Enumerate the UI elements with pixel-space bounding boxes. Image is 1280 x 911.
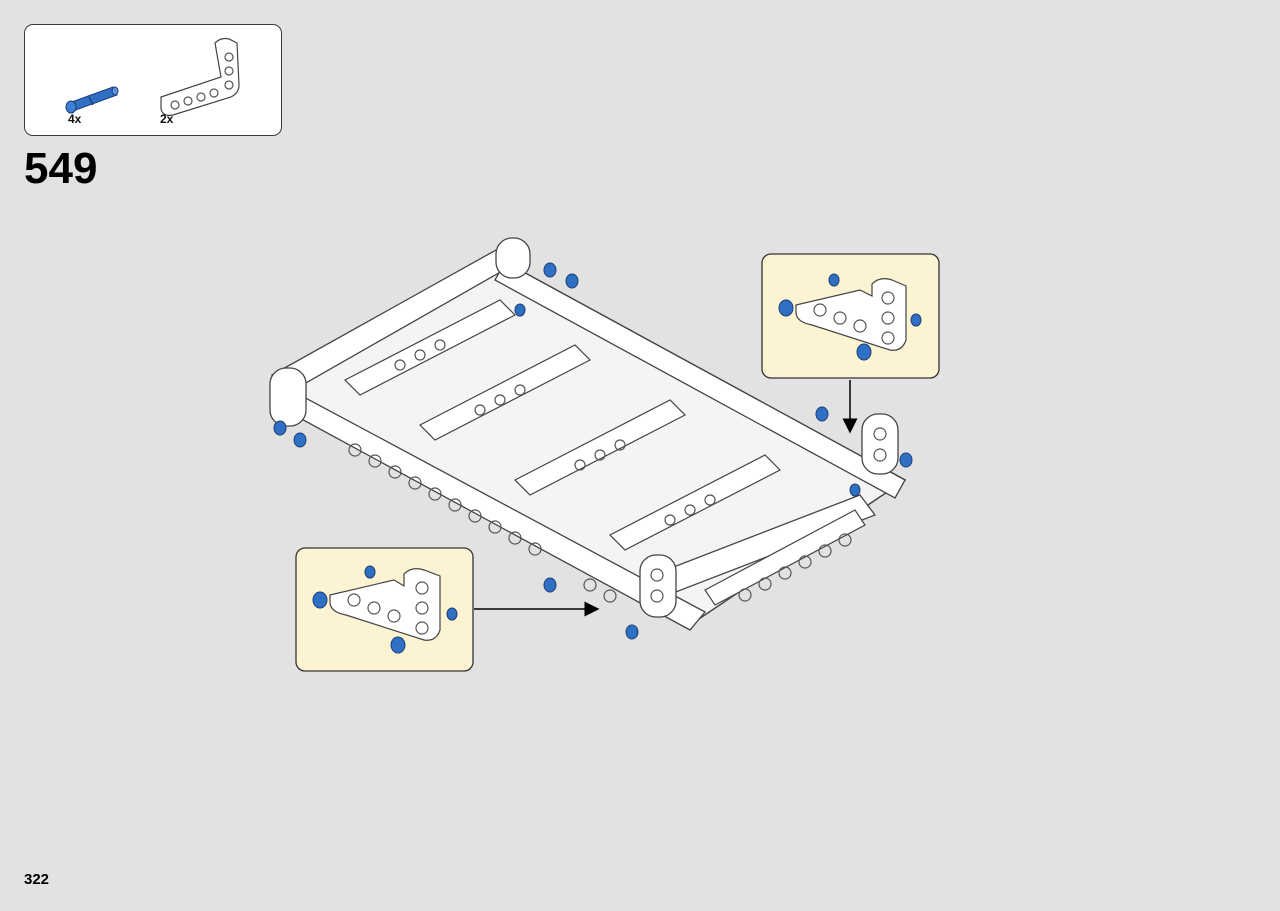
blue-pin-icon bbox=[65, 86, 119, 114]
parts-list-box: 4x 2x bbox=[24, 24, 282, 136]
page-number: 322 bbox=[24, 871, 50, 888]
parts-list-art bbox=[65, 37, 240, 116]
callout-top-right bbox=[761, 253, 940, 379]
pin-quantity: 4x bbox=[68, 112, 82, 126]
callout-bottom-left bbox=[295, 547, 474, 672]
beam-quantity: 2x bbox=[160, 112, 174, 126]
white-l-beam-icon bbox=[160, 37, 240, 116]
step-number: 549 bbox=[24, 144, 98, 193]
frame-assembly bbox=[269, 237, 913, 640]
